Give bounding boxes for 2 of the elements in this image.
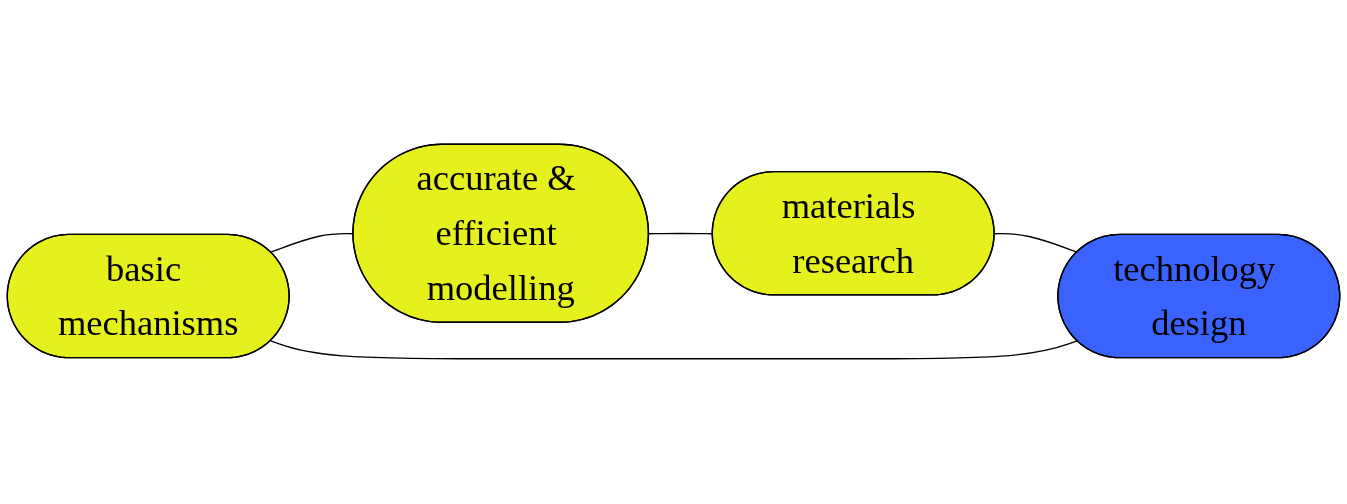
connector (993, 233, 1078, 254)
connector (270, 340, 1078, 360)
